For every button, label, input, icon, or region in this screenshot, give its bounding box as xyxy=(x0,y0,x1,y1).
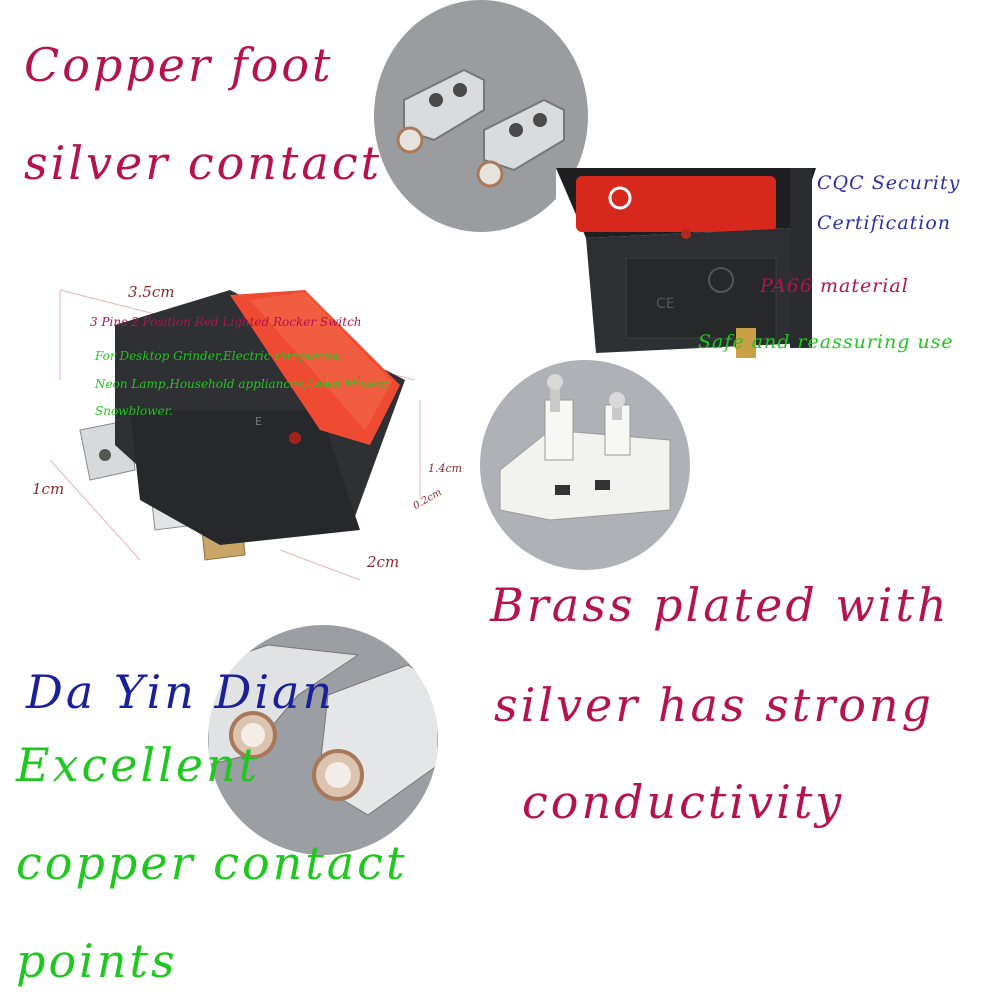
material-label: PA66 material xyxy=(760,275,909,297)
svg-text:CE: CE xyxy=(656,296,675,312)
dim-depth-label: 1cm xyxy=(32,480,65,498)
contact-points-photo-circle xyxy=(208,625,438,855)
rocker-switch-diagram: E xyxy=(20,270,480,590)
uses-line-1: For Desktop Grinder,Electric Fireplaces, xyxy=(95,349,342,363)
brand-name: Da Yin Dian xyxy=(26,665,336,719)
headline-copper-foot: Copper foot xyxy=(24,38,334,92)
brass-line-3: conductivity xyxy=(522,775,845,829)
excellent-line-2: copper contact xyxy=(16,836,408,890)
dim-width-label: 3.5cm xyxy=(128,283,175,301)
dim-pin-label: 2cm xyxy=(367,553,400,571)
uses-line-2: Neon Lamp,Household appliances,Lawn Mowe… xyxy=(95,377,390,391)
svg-text:E: E xyxy=(255,415,262,428)
terminal-photo-circle xyxy=(374,0,588,232)
switch-closeup-photo: CE xyxy=(556,168,816,358)
brass-line-2: silver has strong xyxy=(494,678,934,732)
dim-height-label: 1.4cm xyxy=(428,462,463,475)
cert-line2: Certification xyxy=(817,212,952,234)
safe-use-label: Safe and reassuring use xyxy=(698,331,954,353)
uses-line-3: Snowblower. xyxy=(95,404,173,418)
white-base-photo-circle xyxy=(480,360,690,570)
cert-line1: CQC Security xyxy=(817,172,961,194)
brass-line-1: Brass plated with xyxy=(490,578,950,632)
excellent-line-3: points xyxy=(16,934,178,988)
switch-closeup-right-edge xyxy=(790,168,812,348)
excellent-line-1: Excellent xyxy=(16,738,261,792)
headline-silver-contact: silver contact xyxy=(24,136,383,190)
product-title: 3 Pins 2 Position Red Lighted Rocker Swi… xyxy=(90,315,362,329)
